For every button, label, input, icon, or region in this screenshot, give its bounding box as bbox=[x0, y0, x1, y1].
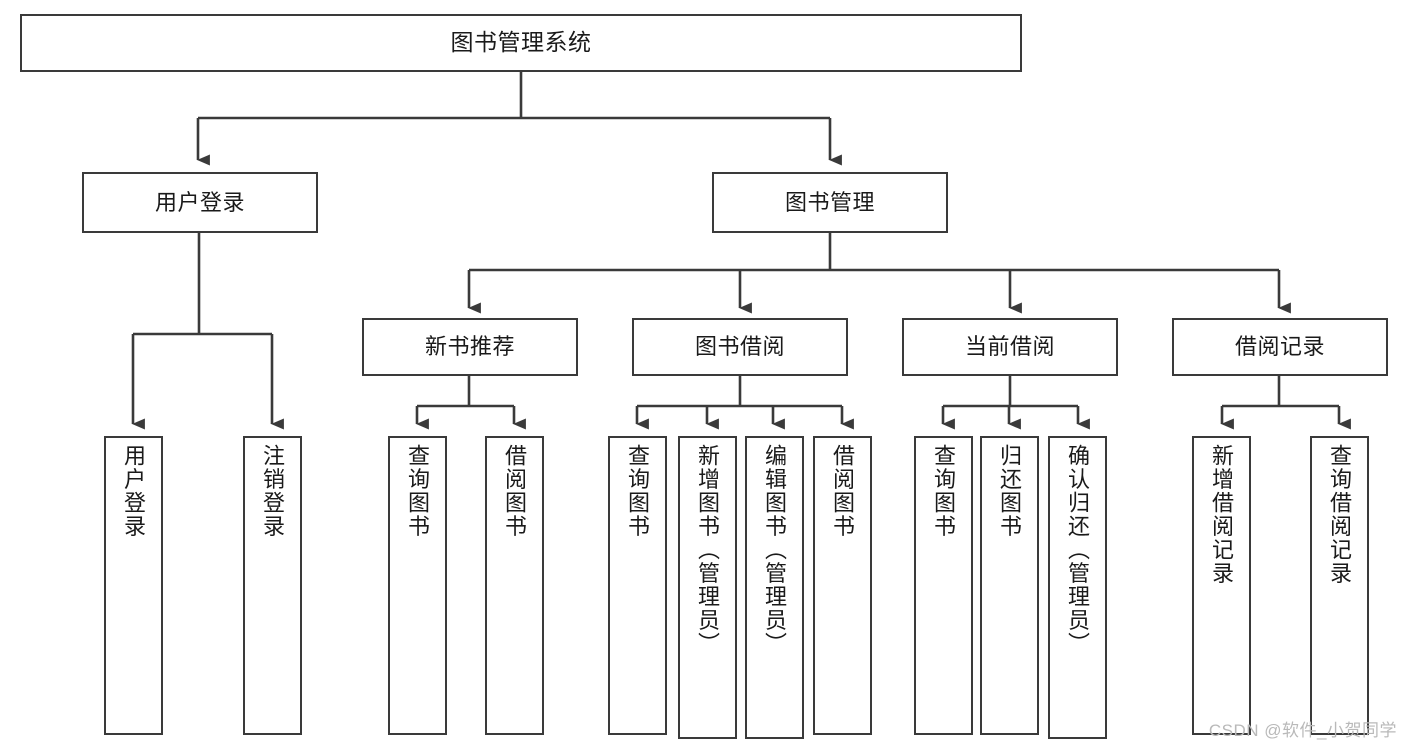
leaf-confirm-return[interactable]: 确认归还（管理员） bbox=[1048, 436, 1107, 739]
leaf-query-book-3-label: 查询图书 bbox=[931, 444, 957, 538]
leaf-confirm-return-label: 确认归还（管理员） bbox=[1065, 444, 1091, 656]
leaf-logout-label: 注销登录 bbox=[260, 444, 286, 538]
node-new-book-recommend[interactable]: 新书推荐 bbox=[362, 318, 578, 376]
leaf-return-book[interactable]: 归还图书 bbox=[980, 436, 1039, 735]
node-borrow-record[interactable]: 借阅记录 bbox=[1172, 318, 1388, 376]
leaf-add-record-label: 新增借阅记录 bbox=[1209, 444, 1235, 585]
node-book-manage-label: 图书管理 bbox=[784, 189, 875, 215]
node-new-book-recommend-label: 新书推荐 bbox=[424, 334, 515, 360]
leaf-add-record[interactable]: 新增借阅记录 bbox=[1192, 436, 1251, 735]
node-book-manage[interactable]: 图书管理 bbox=[712, 172, 948, 233]
leaf-add-book[interactable]: 新增图书（管理员） bbox=[678, 436, 737, 739]
leaf-borrow-book-2[interactable]: 借阅图书 bbox=[813, 436, 872, 735]
node-current-borrow-label: 当前借阅 bbox=[964, 334, 1055, 360]
leaf-query-book-2[interactable]: 查询图书 bbox=[608, 436, 667, 735]
leaf-borrow-book-1-label: 借阅图书 bbox=[502, 444, 528, 538]
node-book-borrow-label: 图书借阅 bbox=[694, 334, 785, 360]
leaf-user-login[interactable]: 用户登录 bbox=[104, 436, 163, 735]
node-user-login[interactable]: 用户登录 bbox=[82, 172, 318, 233]
leaf-borrow-book-1[interactable]: 借阅图书 bbox=[485, 436, 544, 735]
node-root-label: 图书管理系统 bbox=[450, 29, 592, 56]
leaf-query-book-1-label: 查询图书 bbox=[405, 444, 431, 538]
leaf-return-book-label: 归还图书 bbox=[997, 444, 1023, 538]
leaf-borrow-book-2-label: 借阅图书 bbox=[830, 444, 856, 538]
node-root[interactable]: 图书管理系统 bbox=[20, 14, 1022, 72]
leaf-user-login-label: 用户登录 bbox=[121, 444, 147, 538]
node-current-borrow[interactable]: 当前借阅 bbox=[902, 318, 1118, 376]
leaf-logout[interactable]: 注销登录 bbox=[243, 436, 302, 735]
leaf-query-record-label: 查询借阅记录 bbox=[1327, 444, 1353, 585]
leaf-edit-book[interactable]: 编辑图书（管理员） bbox=[745, 436, 804, 739]
node-book-borrow[interactable]: 图书借阅 bbox=[632, 318, 848, 376]
leaf-query-record[interactable]: 查询借阅记录 bbox=[1310, 436, 1369, 735]
node-user-login-label: 用户登录 bbox=[154, 189, 245, 215]
leaf-query-book-1[interactable]: 查询图书 bbox=[388, 436, 447, 735]
leaf-query-book-3[interactable]: 查询图书 bbox=[914, 436, 973, 735]
leaf-edit-book-label: 编辑图书（管理员） bbox=[762, 444, 788, 656]
leaf-query-book-2-label: 查询图书 bbox=[625, 444, 651, 538]
leaf-add-book-label: 新增图书（管理员） bbox=[695, 444, 721, 656]
watermark: CSDN @软件_小贺同学 bbox=[1208, 721, 1397, 740]
node-borrow-record-label: 借阅记录 bbox=[1234, 334, 1325, 360]
